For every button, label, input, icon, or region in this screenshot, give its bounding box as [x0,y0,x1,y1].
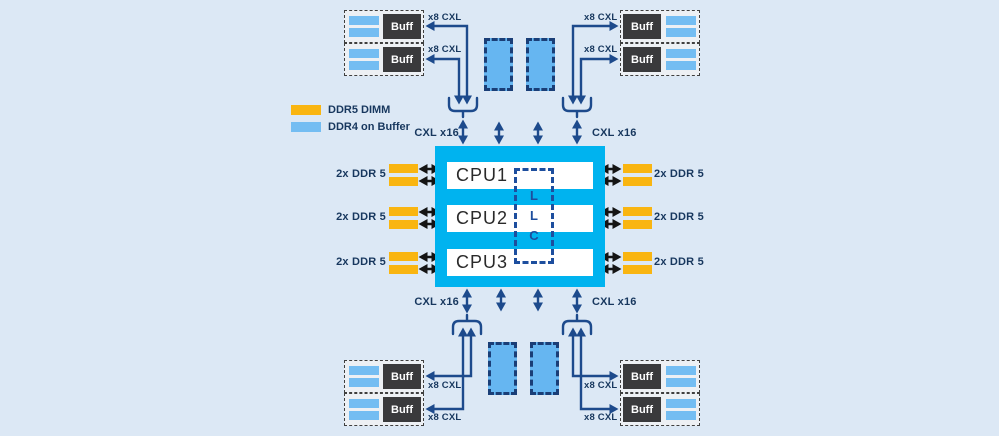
cpu-package: CPU1 CPU2 CPU3 L L C [435,146,605,287]
ddr5-dimm-bar [389,252,418,261]
buffer-chip: Buff [383,14,421,39]
x8-cxl-label: x8 CXL [428,12,462,23]
cxl-device-slot [526,38,555,91]
buffer-chip: Buff [623,397,661,422]
llc-letter: L [530,208,538,223]
buffer-module-top-left-2: Buff [344,43,424,76]
cxl-x16-label-top-right: CXL x16 [592,127,637,139]
ddr4-bars [347,49,380,70]
x8-cxl-label: x8 CXL [428,412,462,423]
x8-cxl-label: x8 CXL [584,412,618,423]
ddr5-dimm-bar [623,252,652,261]
x8-cxl-label: x8 CXL [584,380,618,391]
x8-cxl-label: x8 CXL [428,380,462,391]
ddr4-bars [664,399,697,420]
buffer-module-top-right-1: Buff [620,10,700,43]
cxl-device-slot [488,342,517,395]
ddr-label-right-2: 2x DDR 5 [654,211,704,223]
buffer-chip: Buff [383,397,421,422]
ddr4-bar [348,28,379,37]
ddr-label-left-3: 2x DDR 5 [336,256,386,268]
buffer-chip: Buff [383,47,421,72]
ddr5-dimm-bar [623,265,652,274]
ddr-label-left-2: 2x DDR 5 [336,211,386,223]
cxl-x16-label-top-left: CXL x16 [414,127,459,139]
legend-row-ddr5: DDR5 DIMM [291,103,410,116]
x8-cxl-label: x8 CXL [584,12,618,23]
buffer-chip: Buff [383,364,421,389]
ddr5-dimm-bar [389,220,418,229]
ddr5-dimm-bar [389,164,418,173]
ddr5-dimm-bar [623,207,652,216]
cxl-x16-label-bottom-left: CXL x16 [414,296,459,308]
cpu2-box: CPU2 [447,205,593,232]
ddr4-bars [664,49,697,70]
ddr5-dimm-bar [389,207,418,216]
ddr4-bar [348,61,379,70]
ddr4-bars [347,399,380,420]
buffer-module-top-right-2: Buff [620,43,700,76]
cpu1-box: CPU1 [447,162,593,189]
cxl-device-slot [484,38,513,91]
cxl-x16-label-bottom-right: CXL x16 [592,296,637,308]
x8-cxl-label: x8 CXL [428,44,462,55]
ddr4-bar [348,16,379,25]
ddr4-bars [664,366,697,387]
ddr5-dimm-bar [389,265,418,274]
llc-region: L L C [514,168,554,264]
ddr4-bar [348,411,379,420]
ddr4-bars [664,16,697,37]
ddr4-bars [347,366,380,387]
buffer-chip: Buff [623,364,661,389]
legend: DDR5 DIMM DDR4 on Buffer [291,103,410,133]
llc-letter: L [530,188,538,203]
llc-letter: C [529,228,539,243]
buffer-module-bottom-right-2: Buff [620,393,700,426]
buffer-module-bottom-right-1: Buff [620,360,700,393]
buffer-chip: Buff [623,47,661,72]
ddr4-bar [348,399,379,408]
ddr5-dimm-bar [389,177,418,186]
ddr5-dimm-bar [623,177,652,186]
buffer-module-top-left-1: Buff [344,10,424,43]
ddr4-bar [665,366,696,375]
ddr4-bar [665,61,696,70]
ddr4-bar [348,378,379,387]
ddr5-dimm-bar [623,220,652,229]
ddr4-bars [347,16,380,37]
legend-ddr5-label: DDR5 DIMM [328,103,391,116]
ddr-label-right-3: 2x DDR 5 [654,256,704,268]
ddr5-swatch [291,104,321,115]
ddr4-bar [665,16,696,25]
ddr4-bar [665,411,696,420]
ddr4-bar [348,366,379,375]
ddr4-bar [665,399,696,408]
cxl-device-slot [530,342,559,395]
ddr5-dimm-bar [623,164,652,173]
ddr-label-left-1: 2x DDR 5 [336,168,386,180]
buffer-chip: Buff [623,14,661,39]
legend-row-ddr4: DDR4 on Buffer [291,120,410,133]
ddr4-bar [665,49,696,58]
ddr4-bar [665,28,696,37]
ddr4-bar [665,378,696,387]
x8-cxl-label: x8 CXL [584,44,618,55]
ddr4-swatch [291,121,321,132]
buffer-module-bottom-left-1: Buff [344,360,424,393]
legend-ddr4-label: DDR4 on Buffer [328,120,410,133]
ddr-label-right-1: 2x DDR 5 [654,168,704,180]
ddr4-bar [348,49,379,58]
buffer-module-bottom-left-2: Buff [344,393,424,426]
